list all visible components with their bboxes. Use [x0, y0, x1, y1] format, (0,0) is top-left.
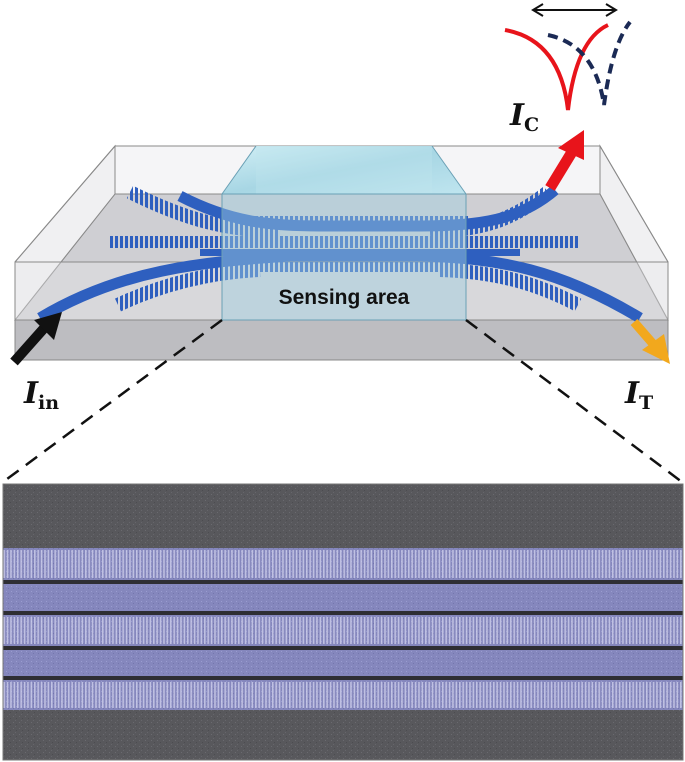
waveguide-structure	[37, 185, 643, 323]
input-arrow-icon	[10, 312, 62, 366]
coupled-output-label: IC	[509, 98, 539, 136]
upper-right-grating-arc	[429, 186, 553, 239]
upper-left-grating-arc	[126, 185, 281, 239]
sem-solid-waveguide-1	[3, 584, 683, 611]
center-grating-waveguide-top	[230, 216, 470, 226]
input-label: Iin	[23, 376, 59, 414]
sensing-fluid-back	[256, 146, 432, 194]
wavelength-shift-arrow-icon	[531, 3, 618, 17]
center-grating-waveguide-bottom	[230, 262, 470, 272]
sem-grating-waveguide-1-teeth	[3, 550, 683, 578]
spectrum-inset	[504, 3, 632, 111]
sem-grating-waveguide-3-teeth	[3, 682, 683, 708]
center-solid-waveguide	[200, 249, 520, 256]
sensing-fluid-top	[222, 146, 466, 194]
shifted-resonance-dip	[547, 20, 632, 106]
sem-micrograph	[2, 483, 684, 761]
sem-solid-waveguide-2	[3, 650, 683, 676]
sensing-area: Sensing area	[221, 145, 467, 321]
substrate-front-face	[14, 319, 669, 361]
coupled-arrow-icon	[545, 130, 584, 191]
sensing-area-label: Sensing area	[279, 286, 410, 309]
red-resonance-dip	[504, 23, 609, 111]
middle-grating-waveguide	[110, 236, 580, 248]
transmitted-arrow-icon	[630, 319, 670, 364]
sem-grating-waveguide-2-teeth	[3, 617, 683, 644]
transmitted-label: IT	[624, 376, 653, 414]
